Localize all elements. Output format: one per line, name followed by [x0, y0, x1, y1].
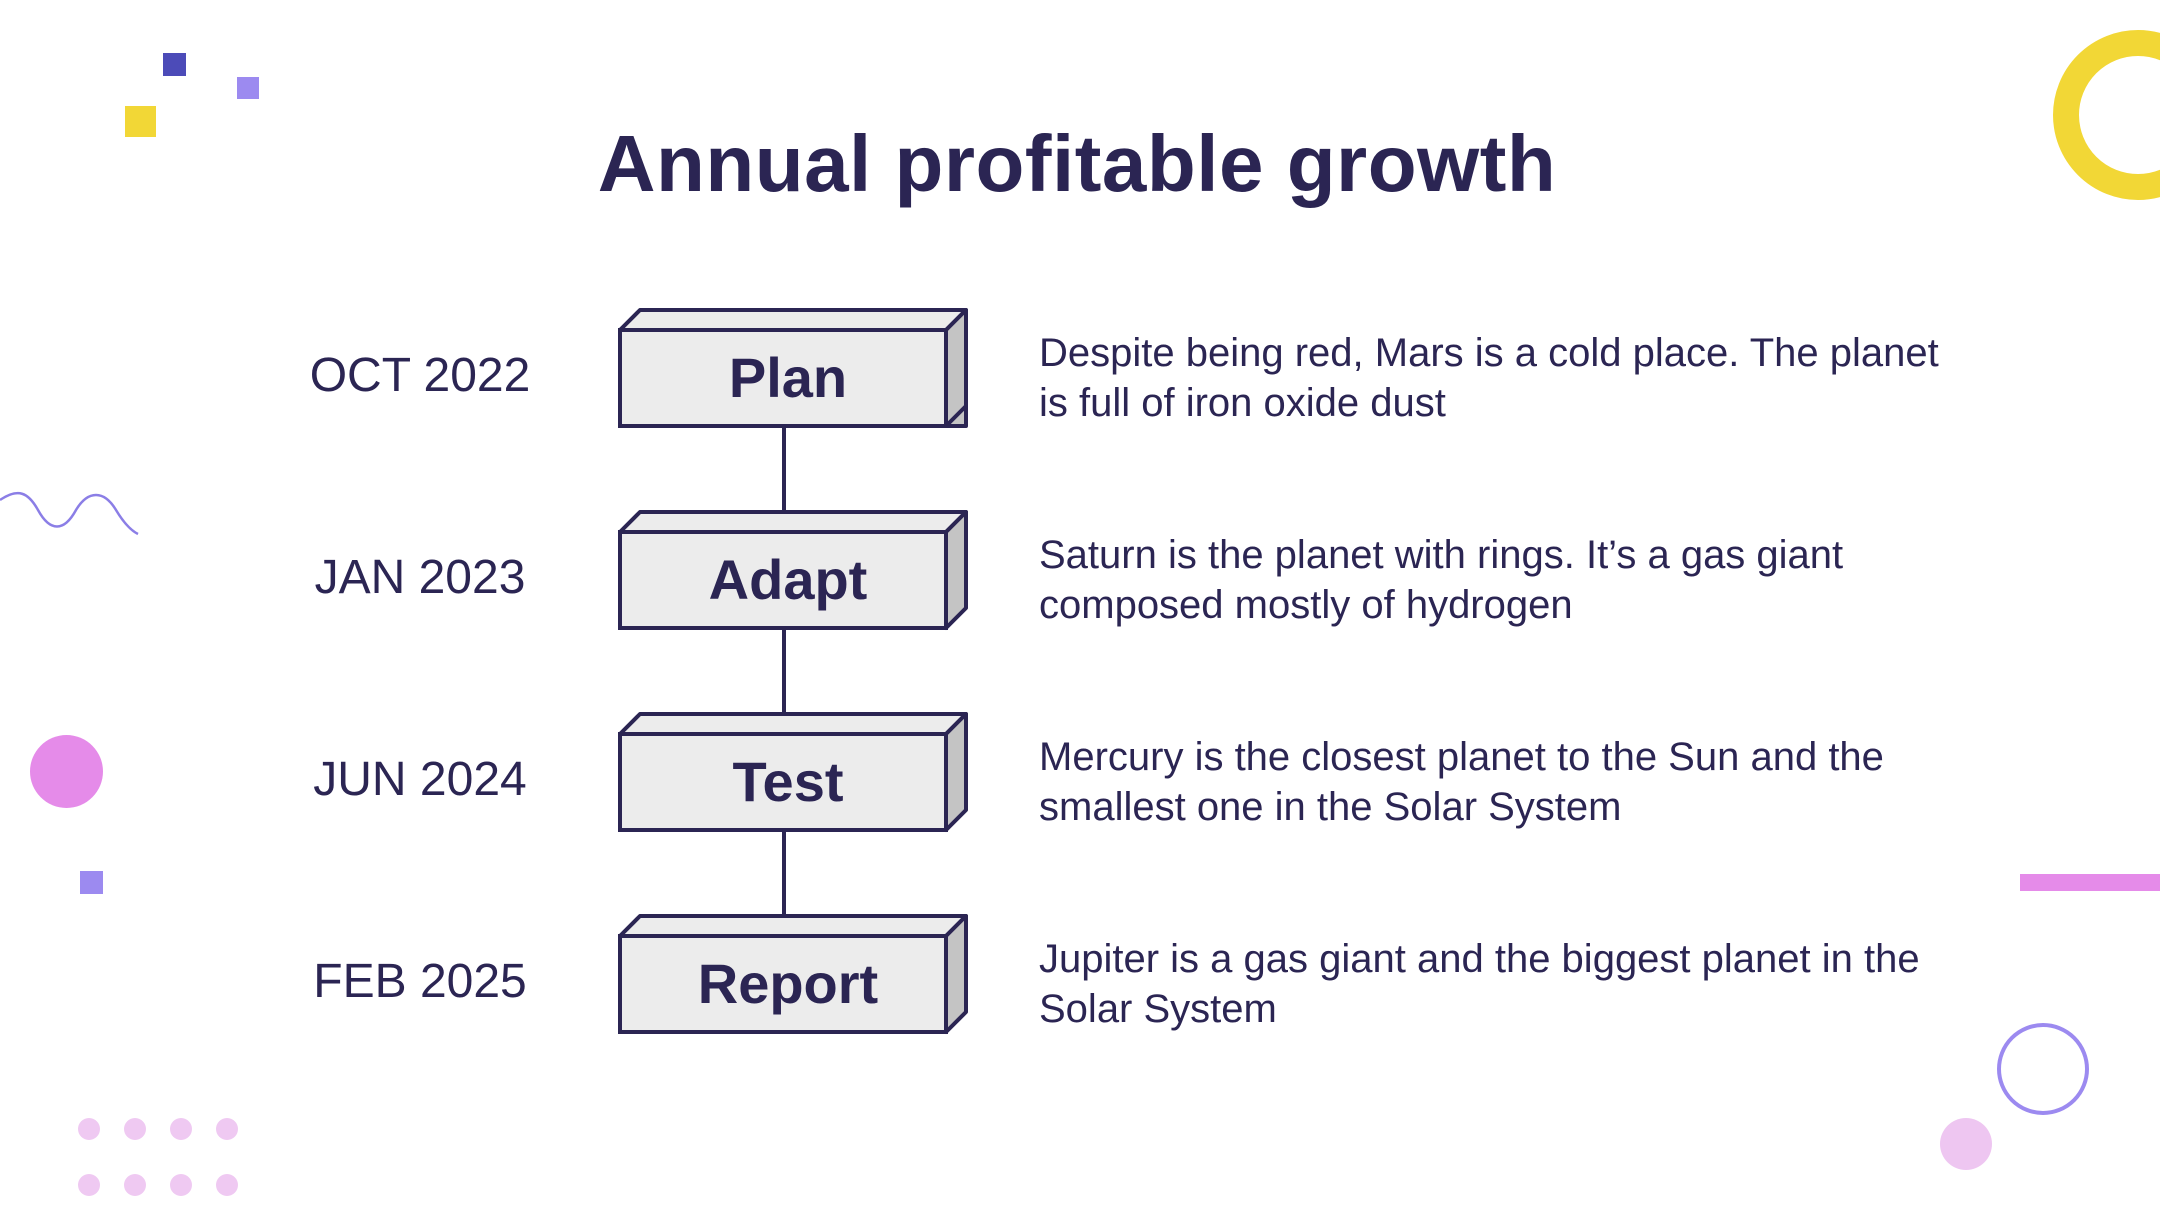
step-date: JAN 2023 [314, 551, 526, 604]
slide-title-text: Annual profitable growth [597, 119, 1557, 208]
decor-dot [124, 1118, 146, 1140]
decor-lavender-square-small [80, 871, 103, 894]
decor-purple-ring [1997, 1023, 2089, 1115]
box-3d-shape [618, 308, 968, 428]
decor-dot [78, 1118, 100, 1140]
decor-dot [216, 1174, 238, 1196]
decor-lavender-square [237, 77, 259, 99]
decor-dot [78, 1174, 100, 1196]
slide-title: Annual profitable growth [0, 118, 2160, 210]
timeline-step-test: JUN 2024 Test Mercury is the closest pla… [0, 712, 2160, 852]
step-box: Plan [616, 308, 968, 448]
timeline-connector [782, 630, 786, 724]
step-box: Test [616, 712, 968, 852]
timeline-connector [782, 428, 786, 522]
decor-yellow-square [125, 106, 156, 137]
step-label: Report [697, 951, 879, 1015]
decor-dot [216, 1118, 238, 1140]
step-label: Test [732, 749, 844, 813]
decor-dot [170, 1174, 192, 1196]
step-date: FEB 2025 [313, 955, 527, 1008]
decor-dot [170, 1118, 192, 1140]
timeline-step-adapt: JAN 2023 Adapt Saturn is the planet with… [0, 510, 2160, 650]
step-description: Saturn is the planet with rings. It’s a … [1039, 533, 1844, 627]
step-description: Despite being red, Mars is a cold place.… [1039, 331, 1939, 425]
step-description: Jupiter is a gas giant and the biggest p… [1039, 937, 1920, 1031]
timeline-step-plan: OCT 2022 Plan Despite being red, Mars is… [0, 308, 2160, 448]
box-3d-shape [618, 712, 968, 832]
decor-dot [124, 1174, 146, 1196]
step-label: Adapt [708, 547, 868, 611]
decor-light-pink-circle [1940, 1118, 1992, 1170]
step-box: Adapt [616, 510, 968, 650]
timeline-connector [782, 832, 786, 926]
decor-blue-square [163, 53, 186, 76]
decor-pink-bar [2020, 874, 2160, 891]
timeline-step-report: FEB 2025 Report Jupiter is a gas giant a… [0, 914, 2160, 1054]
decor-wave-line [0, 491, 139, 536]
step-date: JUN 2024 [313, 753, 527, 806]
decor-dot-grid [78, 1118, 248, 1198]
box-3d-shape [618, 914, 968, 1034]
box-3d-shape [618, 510, 968, 630]
step-date: OCT 2022 [309, 349, 531, 402]
step-description: Mercury is the closest planet to the Sun… [1039, 735, 1884, 829]
decor-pink-circle [30, 735, 103, 808]
step-label: Plan [728, 345, 848, 409]
step-box: Report [616, 914, 968, 1054]
